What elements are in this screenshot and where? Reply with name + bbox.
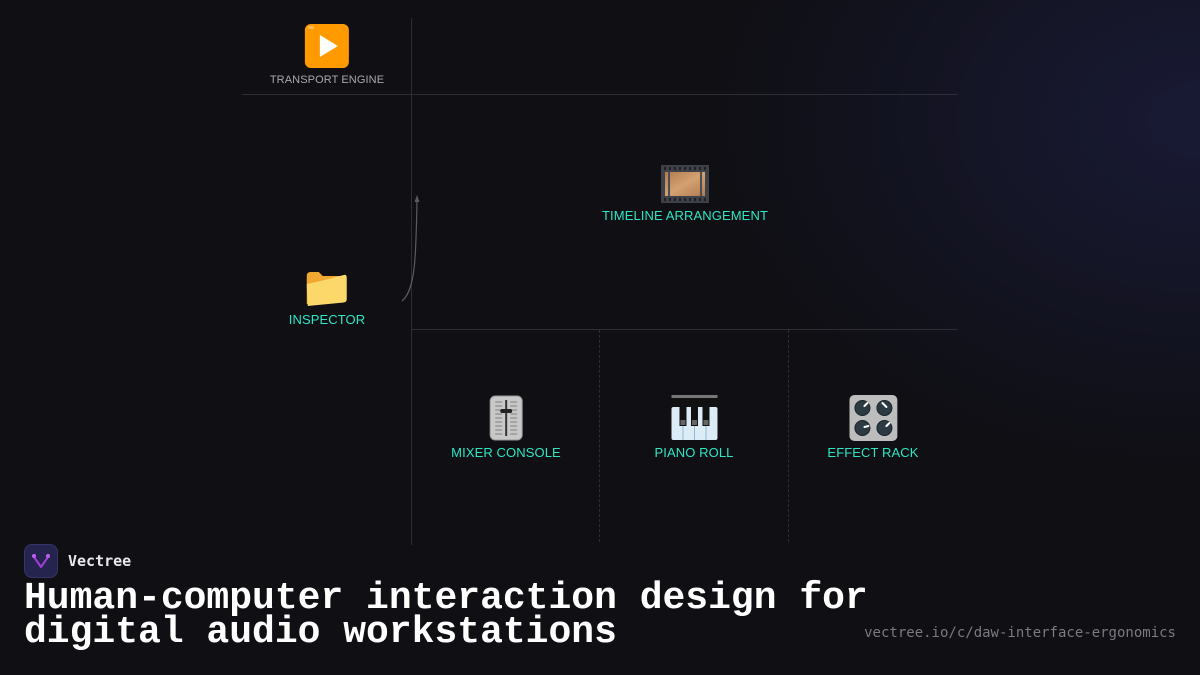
divider-horizontal-top bbox=[242, 94, 958, 95]
play-button-icon bbox=[305, 24, 349, 68]
source-url-link[interactable]: vectree.io/c/daw-interface-ergonomics bbox=[864, 625, 1176, 641]
node-label: TRANSPORT ENGINE bbox=[269, 74, 385, 86]
divider-dashed-1 bbox=[599, 330, 600, 542]
node-label: INSPECTOR bbox=[288, 312, 366, 327]
node-label: EFFECT RACK bbox=[827, 445, 919, 460]
node-label: MIXER CONSOLE bbox=[451, 445, 561, 460]
vectree-logo-icon bbox=[24, 544, 58, 578]
node-label: PIANO ROLL bbox=[654, 445, 734, 460]
node-label: TIMELINE ARRANGEMENT bbox=[602, 208, 768, 223]
title-line-1: Human-computer interaction design for bbox=[24, 577, 868, 620]
node-effect-rack[interactable]: EFFECT RACK bbox=[827, 395, 918, 460]
node-timeline-arrangement[interactable]: TIMELINE ARRANGEMENT bbox=[602, 164, 768, 223]
folder-icon bbox=[306, 272, 347, 306]
brand: Vectree bbox=[24, 544, 131, 578]
node-transport-engine[interactable]: TRANSPORT ENGINE bbox=[270, 22, 384, 86]
node-mixer-console[interactable]: MIXER CONSOLE bbox=[451, 395, 561, 460]
node-inspector[interactable]: INSPECTOR bbox=[289, 266, 366, 327]
node-piano-roll[interactable]: PIANO ROLL bbox=[654, 395, 733, 460]
divider-dashed-2 bbox=[788, 330, 789, 542]
title-line-2: digital audio workstations bbox=[24, 611, 617, 654]
control-knobs-icon bbox=[849, 395, 897, 441]
page-title: Human-computer interaction design for di… bbox=[24, 580, 868, 652]
divider-horizontal-middle bbox=[411, 329, 958, 330]
brand-name: Vectree bbox=[68, 552, 132, 570]
connector-arrow bbox=[401, 195, 420, 302]
level-slider-icon bbox=[489, 395, 523, 441]
piano-keys-icon bbox=[671, 395, 717, 440]
film-frames-icon bbox=[661, 165, 709, 203]
